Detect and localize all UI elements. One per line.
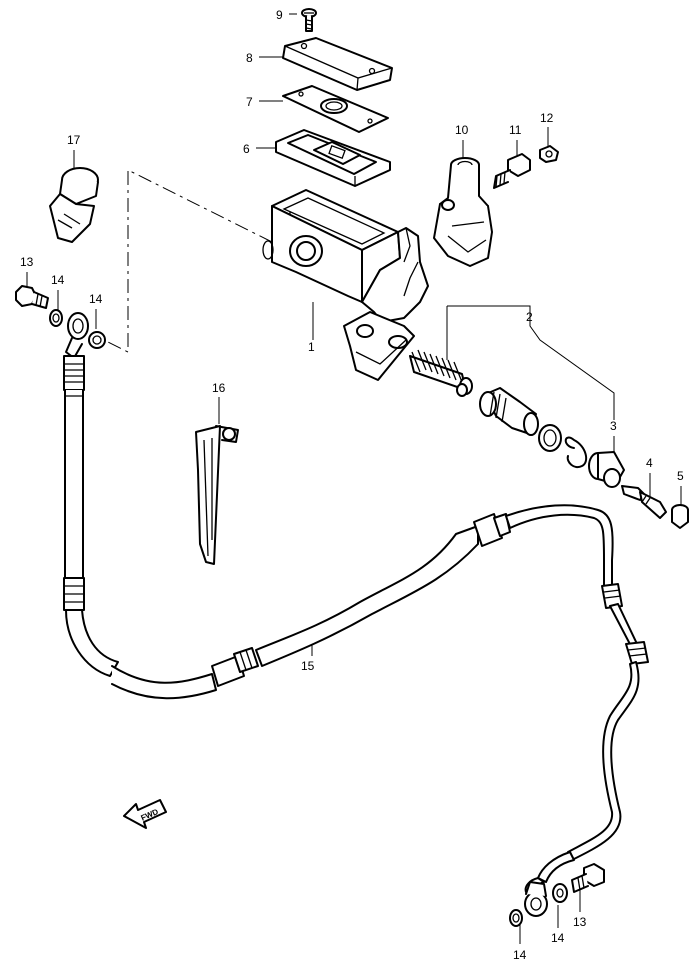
assembly-guide-line [107,169,273,353]
washer-part-14-bottom-2 [509,909,523,927]
callout-4: 4 [646,456,653,470]
banjo-bolt-part-13-top [15,285,49,309]
callout-12: 12 [540,111,554,125]
clutch-hose-part-15 [63,312,649,917]
spring [409,349,467,391]
callout-13: 13 [20,255,34,269]
callout-17: 17 [67,133,81,147]
reservoir-cap-part-8 [282,37,393,91]
callout-3: 3 [610,419,617,433]
washer-part-14-bottom-1 [552,883,568,903]
banjo-bolt-part-13-bottom [571,863,605,893]
diaphragm-part-6 [275,129,391,187]
nut-part-12 [539,145,559,163]
nut-part-5 [671,504,689,529]
screw-part-9 [301,8,317,32]
piston-kit-part-2 [409,349,588,468]
callout-5: 5 [677,469,684,483]
hose-clamp-part-16 [195,425,239,565]
callout-7: 7 [246,95,253,109]
push-rod-part-4 [621,485,667,519]
callout-14: 14 [51,273,65,287]
boot-part-17 [49,167,99,243]
piston-tip [456,377,473,397]
piston-body [479,387,539,436]
bolt-part-11 [493,153,531,189]
callout-8: 8 [246,51,253,65]
callout-1: 1 [308,340,315,354]
circlip [564,436,588,468]
seal-ring [538,424,562,452]
master-cylinder-body-part-1 [262,189,429,381]
callout-11: 11 [509,123,522,137]
forward-direction-arrow: FWD [123,799,167,829]
callout-10: 10 [455,123,469,137]
callout-14: 14 [551,931,565,945]
callout-14: 14 [513,948,527,962]
push-rod-boot-part-3 [588,451,625,488]
callout-6: 6 [243,142,250,156]
washer-part-14-top-1 [49,309,63,327]
callout-14: 14 [89,292,103,306]
callout-13: 13 [573,915,587,929]
lever-holder-part-10 [433,157,493,267]
reservoir-plate-part-7 [282,85,389,133]
callout-9: 9 [276,8,283,22]
callout-16: 16 [212,381,226,395]
callout-15: 15 [301,659,315,673]
washer-part-14-top-2 [88,331,106,349]
